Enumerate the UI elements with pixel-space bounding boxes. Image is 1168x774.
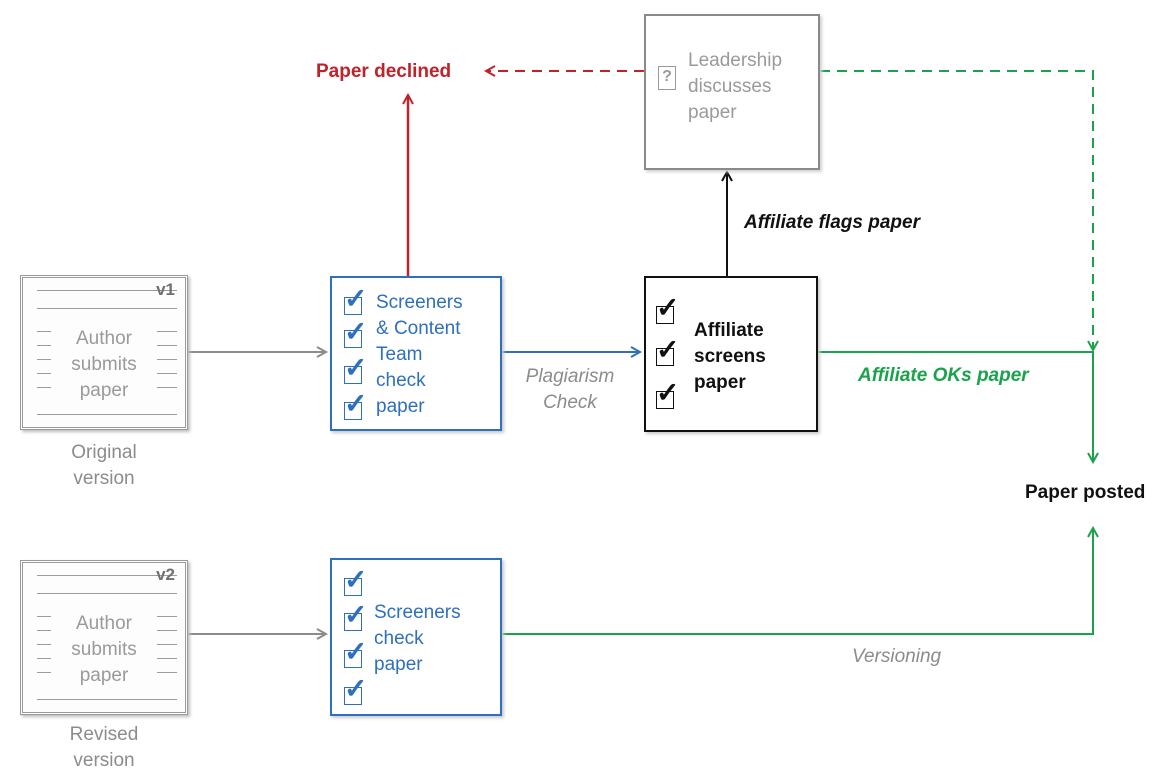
checkbox-checked-icon: ✓ <box>344 599 368 631</box>
checkbox-checked-icon: ✓ <box>344 352 368 384</box>
plagiarism-check-label: Plagiarism Check <box>505 364 635 416</box>
document-header-rule <box>37 308 177 309</box>
step-line: Screeners <box>376 292 463 313</box>
affiliate-oks-label: Affiliate OKs paper <box>858 365 1029 386</box>
document-text: Author submits paper <box>23 611 185 689</box>
affiliate-flags-label: Affiliate flags paper <box>744 212 920 233</box>
margin-dash <box>157 331 177 332</box>
document-text: Author submits paper <box>23 326 185 404</box>
document-line: paper <box>79 380 129 401</box>
margin-dash <box>37 331 51 332</box>
caption-line: Original <box>71 442 137 463</box>
margin-dash <box>37 616 51 617</box>
caption-line: version <box>73 468 135 489</box>
checkbox-checked-icon: ✓ <box>344 388 368 420</box>
affiliate-screens-step: ✓ ✓ ✓ Affiliate screens paper <box>644 276 818 432</box>
step-line: Team <box>376 344 423 365</box>
caption-line: Revised <box>69 724 139 745</box>
margin-dash <box>157 373 177 374</box>
version-badge: v1 <box>156 280 175 299</box>
step-label: Affiliate screens paper <box>694 318 766 396</box>
original-document: v1 Author submits paper <box>20 275 188 430</box>
checkbox-checked-icon: ✓ <box>344 283 368 315</box>
revised-document: v2 Author submits paper <box>20 560 188 715</box>
version-badge: v2 <box>156 565 175 584</box>
document-header-rule <box>37 593 177 594</box>
screeners-content-team-step: ✓ ✓ ✓ ✓ Screeners & Content Team check p… <box>330 276 502 431</box>
margin-dash <box>157 345 177 346</box>
step-line: discusses <box>688 76 772 97</box>
step-line: paper <box>694 372 746 393</box>
checkbox-checked-icon: ✓ <box>344 316 368 348</box>
checkbox-checked-icon: ✓ <box>344 673 368 705</box>
margin-dash <box>157 359 177 360</box>
step-line: screens <box>694 346 766 367</box>
leadership-discusses-step: ? Leadership discusses paper <box>644 14 820 170</box>
checkbox-checked-icon: ✓ <box>344 564 368 596</box>
document-bottom-rule <box>37 414 177 415</box>
margin-dash <box>37 387 51 388</box>
document-line: submits <box>71 639 137 660</box>
step-label: Screeners check paper <box>374 600 461 678</box>
step-line: check <box>376 370 426 391</box>
margin-dash <box>157 616 177 617</box>
document-line: Author <box>76 613 132 634</box>
step-line: paper <box>374 654 423 675</box>
caption-line: version <box>73 750 135 771</box>
question-doc-icon: ? <box>658 66 676 90</box>
margin-dash <box>37 359 51 360</box>
arrow-leadership-approves <box>820 70 1093 350</box>
versioning-label: Versioning <box>852 646 942 667</box>
step-line: Affiliate <box>694 320 764 341</box>
document-line: submits <box>71 354 137 375</box>
step-label: Leadership discusses paper <box>688 48 782 126</box>
step-line: & Content <box>376 318 461 339</box>
checkbox-checked-icon: ✓ <box>344 636 368 668</box>
step-line: paper <box>376 396 425 417</box>
step-line: Screeners <box>374 602 461 623</box>
checkbox-checked-icon: ✓ <box>656 377 680 409</box>
paper-declined-outcome: Paper declined <box>316 61 452 82</box>
step-line: check <box>374 628 424 649</box>
checkbox-checked-icon: ✓ <box>656 292 680 324</box>
edge-label-line: Check <box>543 392 597 413</box>
document-line: Author <box>76 328 132 349</box>
revised-version-caption: Revised version <box>44 722 164 774</box>
document-top-rule <box>37 575 177 576</box>
checkbox-checked-icon: ✓ <box>656 334 680 366</box>
step-line: Leadership <box>688 50 783 71</box>
screeners-check-step: ✓ ✓ ✓ ✓ Screeners check paper <box>330 558 502 716</box>
paper-posted-outcome: Paper posted <box>1025 482 1146 503</box>
document-bottom-rule <box>37 699 177 700</box>
margin-dash <box>157 630 177 631</box>
margin-dash <box>37 373 51 374</box>
original-version-caption: Original version <box>44 440 164 492</box>
margin-dash <box>37 345 51 346</box>
arrow-affiliate-oks <box>818 351 1093 462</box>
margin-dash <box>37 630 51 631</box>
margin-dash <box>157 644 177 645</box>
margin-dash <box>37 672 51 673</box>
margin-dash <box>157 672 177 673</box>
margin-dash <box>37 644 51 645</box>
document-top-rule <box>37 290 177 291</box>
margin-dash <box>157 387 177 388</box>
margin-dash <box>157 658 177 659</box>
step-line: paper <box>688 102 737 123</box>
margin-dash <box>37 658 51 659</box>
edge-label-line: Plagiarism <box>525 366 615 387</box>
arrow-versioning <box>502 528 1093 635</box>
step-label: Screeners & Content Team check paper <box>376 290 463 420</box>
document-line: paper <box>79 665 129 686</box>
